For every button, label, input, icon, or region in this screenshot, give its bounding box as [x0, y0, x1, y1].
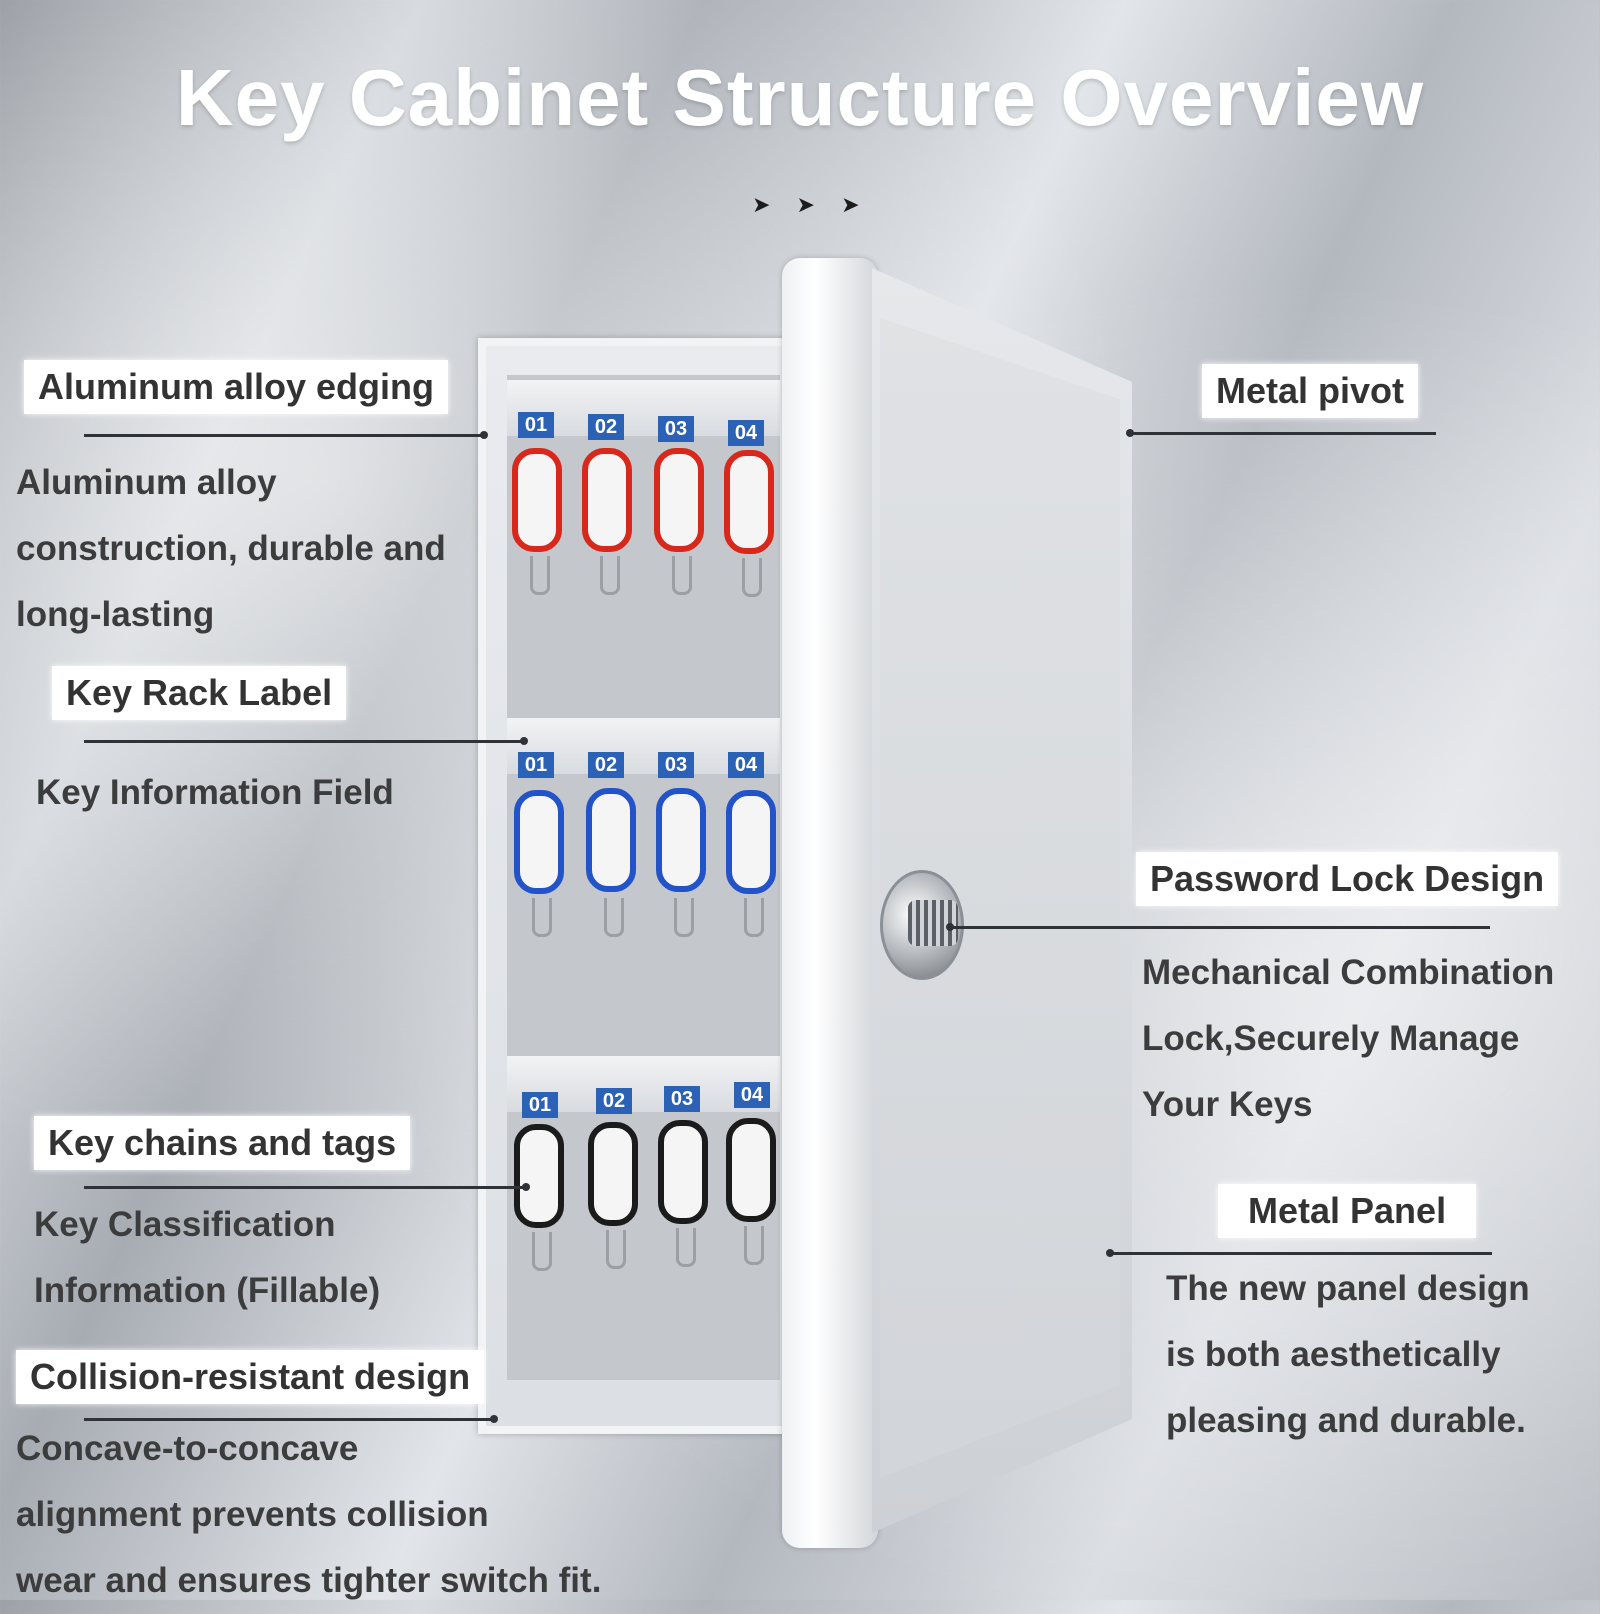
desc-collision-resistant-design: Concave-to-concave alignment prevents co… — [16, 1416, 601, 1614]
key-tag — [588, 1122, 638, 1226]
label-collision-resistant-design: Collision-resistant design — [16, 1350, 485, 1404]
door-aluminum-edge — [782, 258, 878, 1548]
desc-line: alignment prevents collision — [16, 1495, 489, 1534]
label-metal-pivot: Metal pivot — [1202, 364, 1419, 418]
rack-number: 01 — [518, 412, 554, 438]
key-ring — [744, 898, 764, 937]
rack-number: 03 — [664, 1086, 700, 1112]
desc-line: Your Keys — [1142, 1085, 1313, 1124]
key-ring — [672, 556, 692, 595]
rack-number: 02 — [596, 1088, 632, 1114]
callout-dot — [520, 737, 528, 745]
key-ring — [606, 1230, 626, 1269]
desc-line: pleasing and durable. — [1166, 1401, 1526, 1440]
key-tag — [726, 1118, 776, 1222]
key-ring — [600, 556, 620, 595]
rack-number: 02 — [588, 414, 624, 440]
rack-number: 04 — [728, 420, 764, 446]
key-ring — [604, 898, 624, 937]
rack-number: 01 — [518, 752, 554, 778]
callout-line — [84, 1418, 494, 1421]
key-tag — [654, 448, 704, 552]
callout-line — [1110, 1252, 1492, 1255]
desc-line: Key Classification — [34, 1205, 336, 1244]
desc-aluminum-alloy-edging: Aluminum alloy construction, durable and… — [16, 450, 446, 648]
callout-dot — [946, 923, 954, 931]
key-tag — [512, 448, 562, 552]
callout-dot — [522, 1183, 530, 1191]
desc-key-rack-label: Key Information Field — [36, 760, 394, 826]
desc-line: wear and ensures tighter switch fit. — [16, 1561, 602, 1600]
rack-number: 03 — [658, 752, 694, 778]
label-key-rack-label: Key Rack Label — [52, 666, 347, 720]
desc-password-lock-design: Mechanical Combination Lock,Securely Man… — [1142, 940, 1554, 1138]
rack-number: 01 — [522, 1092, 558, 1118]
key-tag — [658, 1120, 708, 1224]
rack-number: 02 — [588, 752, 624, 778]
callout-line — [1130, 432, 1436, 435]
key-ring — [676, 1228, 696, 1267]
desc-line: Aluminum alloy — [16, 463, 277, 502]
desc-line: Mechanical Combination — [1142, 953, 1555, 992]
desc-line: Information (Fillable) — [34, 1271, 381, 1310]
label-key-chains-and-tags: Key chains and tags — [34, 1116, 411, 1170]
desc-metal-panel: The new panel design is both aesthetical… — [1166, 1256, 1530, 1454]
key-ring — [744, 1226, 764, 1265]
page-title: Key Cabinet Structure Overview — [175, 53, 1425, 142]
key-ring — [532, 898, 552, 937]
key-tag — [726, 790, 776, 894]
rack-number: 04 — [728, 752, 764, 778]
key-tag — [514, 1124, 564, 1228]
rack-number: 03 — [658, 416, 694, 442]
label-password-lock-design: Password Lock Design — [1136, 852, 1559, 906]
arrow-icons: ➤ ➤ ➤ — [752, 192, 870, 217]
key-tag — [586, 788, 636, 892]
callout-line — [84, 740, 524, 743]
key-tag — [656, 788, 706, 892]
desc-line: Lock,Securely Manage — [1142, 1019, 1520, 1058]
callout-dot — [1106, 1249, 1114, 1257]
desc-key-chains-and-tags: Key Classification Information (Fillable… — [34, 1192, 380, 1324]
key-ring — [742, 558, 762, 597]
callout-line — [84, 434, 484, 437]
label-aluminum-alloy-edging: Aluminum alloy edging — [24, 360, 449, 414]
callout-dot — [480, 431, 488, 439]
desc-line: long-lasting — [16, 595, 215, 634]
key-tag — [582, 448, 632, 552]
desc-line: Key Information Field — [36, 773, 394, 812]
callout-line — [84, 1186, 524, 1189]
label-metal-panel: Metal Panel — [1218, 1184, 1477, 1238]
desc-line: is both aesthetically — [1166, 1335, 1501, 1374]
callout-dot — [1126, 429, 1134, 437]
key-tag — [514, 790, 564, 894]
key-ring — [532, 1232, 552, 1271]
desc-line: construction, durable and — [16, 529, 446, 568]
desc-line: Concave-to-concave — [16, 1429, 359, 1468]
callout-dot — [490, 1415, 498, 1423]
key-ring — [674, 898, 694, 937]
key-tag — [724, 450, 774, 554]
callout-line — [950, 926, 1490, 929]
rack-number: 04 — [734, 1082, 770, 1108]
desc-line: The new panel design — [1166, 1269, 1530, 1308]
key-ring — [530, 556, 550, 595]
